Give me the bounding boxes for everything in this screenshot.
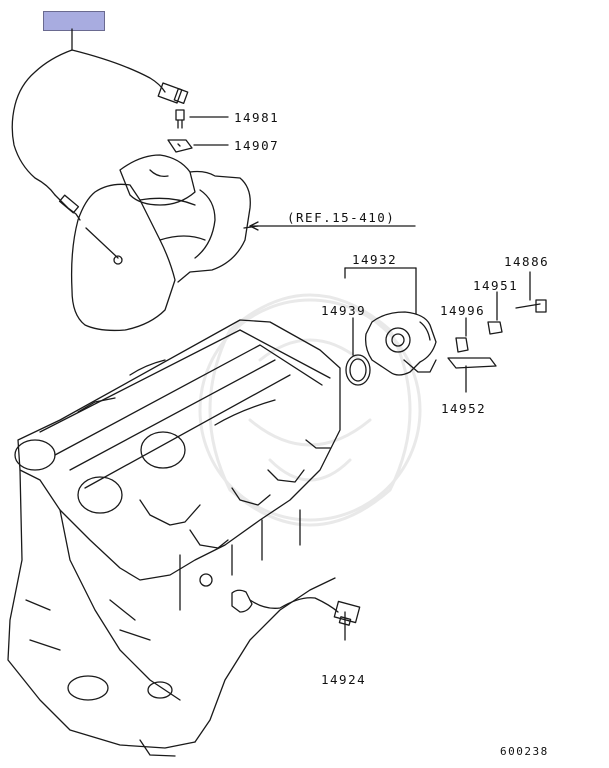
knock-sensor-harness xyxy=(231,589,361,626)
o-ring-14939 xyxy=(345,354,371,386)
part-callout-14907[interactable]: 14907 xyxy=(234,138,280,153)
part-callout-14924[interactable]: 14924 xyxy=(321,672,367,687)
part-callout-14981[interactable]: 14981 xyxy=(234,110,280,125)
figure-number: 600238 xyxy=(500,745,549,758)
part-callout-14939[interactable]: 14939 xyxy=(321,303,367,318)
highlighted-part-tag[interactable] xyxy=(43,11,105,31)
reference-arrow xyxy=(249,221,416,231)
oxygen-sensor-harness xyxy=(11,28,189,221)
part-callout-14932[interactable]: 14932 xyxy=(352,252,398,267)
part-callout-14996[interactable]: 14996 xyxy=(440,303,486,318)
reference-label[interactable]: (REF.15-410) xyxy=(287,210,396,225)
exhaust-manifold xyxy=(70,154,259,332)
engine-block xyxy=(7,319,341,757)
part-callout-14951[interactable]: 14951 xyxy=(473,278,519,293)
throttle-position-sensor xyxy=(345,311,437,386)
sensor-clip-parts xyxy=(167,109,229,153)
part-callout-14886[interactable]: 14886 xyxy=(504,254,550,269)
oil-filler-cap xyxy=(140,431,186,469)
sensor-bracket xyxy=(447,299,547,393)
leader-lines xyxy=(344,267,531,641)
part-callout-14952[interactable]: 14952 xyxy=(441,401,487,416)
